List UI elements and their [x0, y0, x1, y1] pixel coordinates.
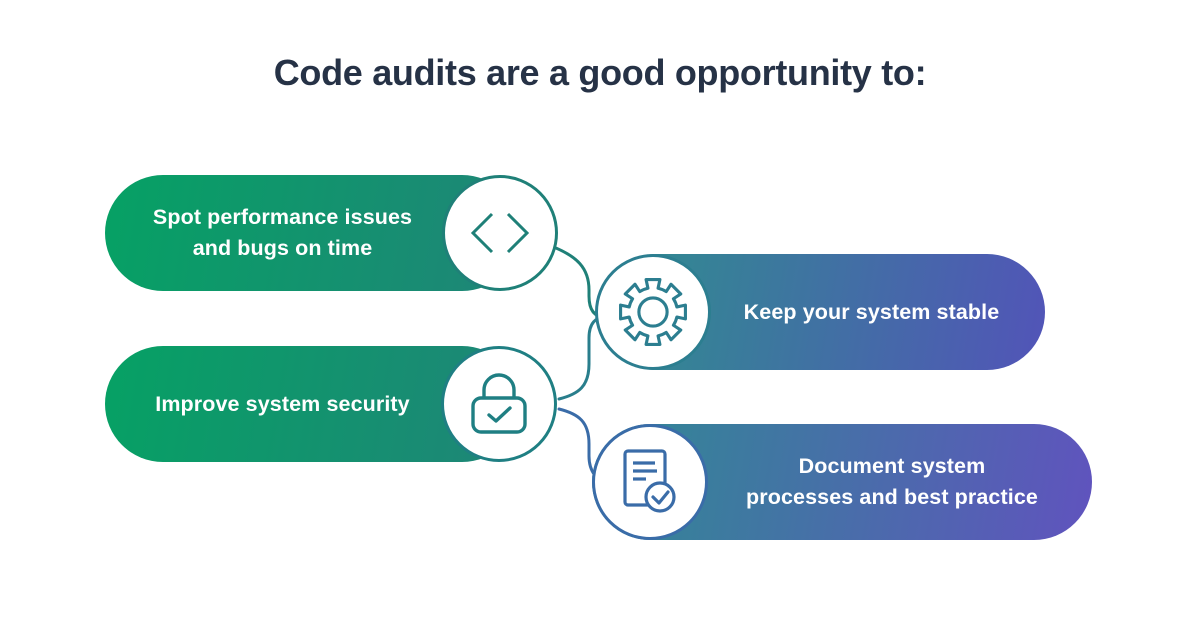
code-icon-circle	[442, 175, 558, 291]
code-icon	[467, 209, 533, 257]
gear-icon-circle	[595, 254, 711, 370]
pill-spot-performance-label: Spot performance issues and bugs on time	[153, 202, 412, 263]
pill-improve-security-label: Improve system security	[155, 389, 409, 420]
pill-document-processes-label: Document system processes and best pract…	[746, 451, 1038, 512]
lock-check-icon	[467, 370, 531, 438]
pill-keep-stable-line1: Keep your system stable	[743, 299, 1000, 324]
pill-spot-performance-line2: and bugs on time	[192, 236, 373, 260]
document-check-icon	[619, 448, 681, 516]
pill-document-processes-line2: processes and best practice	[746, 485, 1038, 509]
pill-keep-stable-label: Keep your system stable	[744, 297, 1000, 328]
pill-document-processes-line1: Document system	[798, 454, 986, 479]
document-icon-circle	[592, 424, 708, 540]
gear-icon	[616, 275, 690, 349]
lock-icon-circle	[441, 346, 557, 462]
pill-spot-performance-line1: Spot performance issues	[152, 205, 413, 230]
pill-improve-security-line1: Improve system security	[155, 391, 410, 416]
page-title: Code audits are a good opportunity to:	[273, 52, 927, 93]
